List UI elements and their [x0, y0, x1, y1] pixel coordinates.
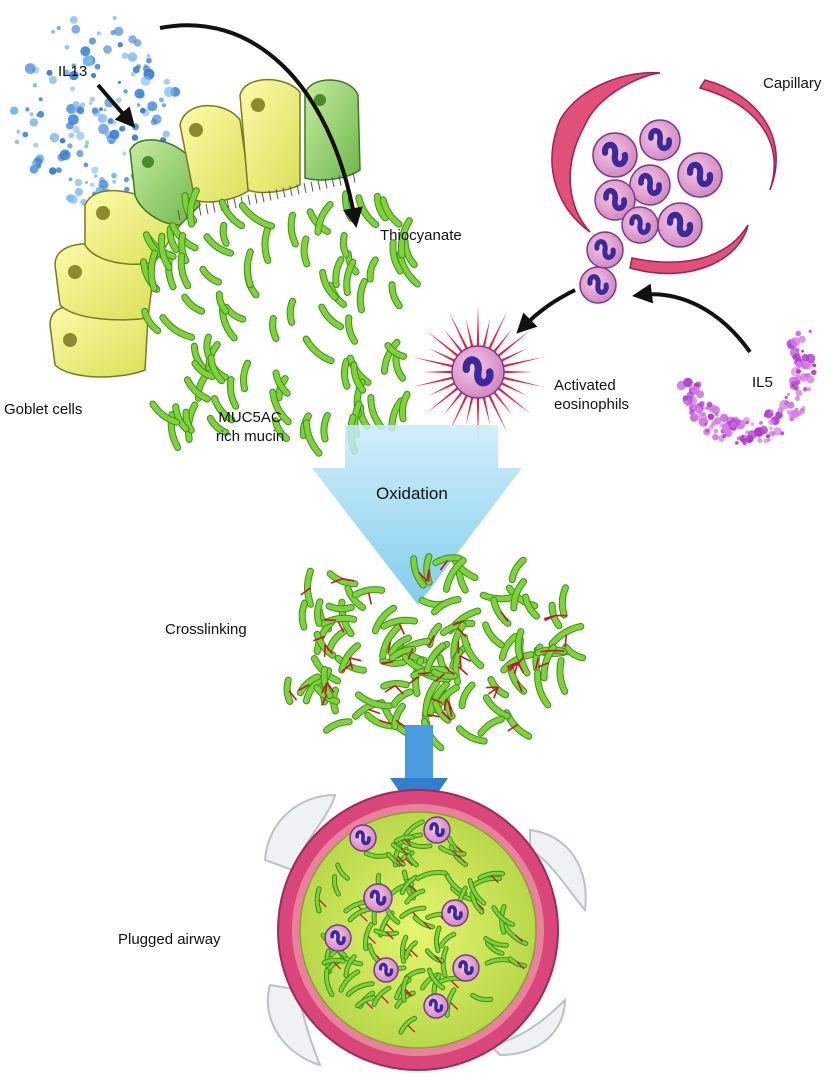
il13-arrow-icon — [96, 83, 136, 129]
label-oxidation: Oxidation — [376, 484, 448, 503]
il13-dots-icon — [9, 16, 181, 206]
label-il5: IL5 — [752, 374, 773, 391]
label-plugged-airway: Plugged airway — [118, 931, 221, 948]
capillary-icon — [551, 71, 777, 275]
label-crosslinking: Crosslinking — [165, 621, 247, 638]
label-activated-eosinophils: Activated eosinophils — [554, 376, 629, 414]
activated-eosinophil-icon — [412, 305, 544, 439]
label-activated-line1: Activated — [554, 377, 616, 394]
label-mucin: MUC5AC rich mucin — [195, 408, 305, 446]
goblet-cells-group — [49, 78, 361, 378]
airway-cross-section-icon — [263, 789, 587, 1071]
mucin-strands-icon — [140, 187, 421, 457]
label-mucin-line1: MUC5AC — [218, 409, 282, 426]
flow-arrow-icon — [390, 725, 448, 820]
goblet-cell-icon — [304, 79, 361, 181]
goblet-cell-icon — [49, 305, 149, 378]
label-activated-line2: eosinophils — [554, 396, 630, 413]
label-capillary: Capillary — [763, 75, 822, 92]
il5-dots-icon — [676, 329, 817, 446]
thiocyanate-arrow-icon — [159, 23, 363, 228]
oxidation-arrow-icon — [312, 425, 522, 605]
goblet-cell-icon — [239, 78, 301, 194]
label-il13: IL13 — [58, 63, 88, 80]
eosinophil-arrow-icon — [516, 288, 576, 334]
label-mucin-line2: rich mucin — [215, 428, 285, 445]
eosinophils-in-capillary — [579, 119, 723, 304]
il5-arrow-icon — [632, 283, 752, 354]
crosslinked-mucin-icon — [283, 553, 587, 752]
label-goblet-cells: Goblet cells — [4, 401, 83, 418]
label-thiocyanate: Thiocyanate — [380, 227, 462, 244]
